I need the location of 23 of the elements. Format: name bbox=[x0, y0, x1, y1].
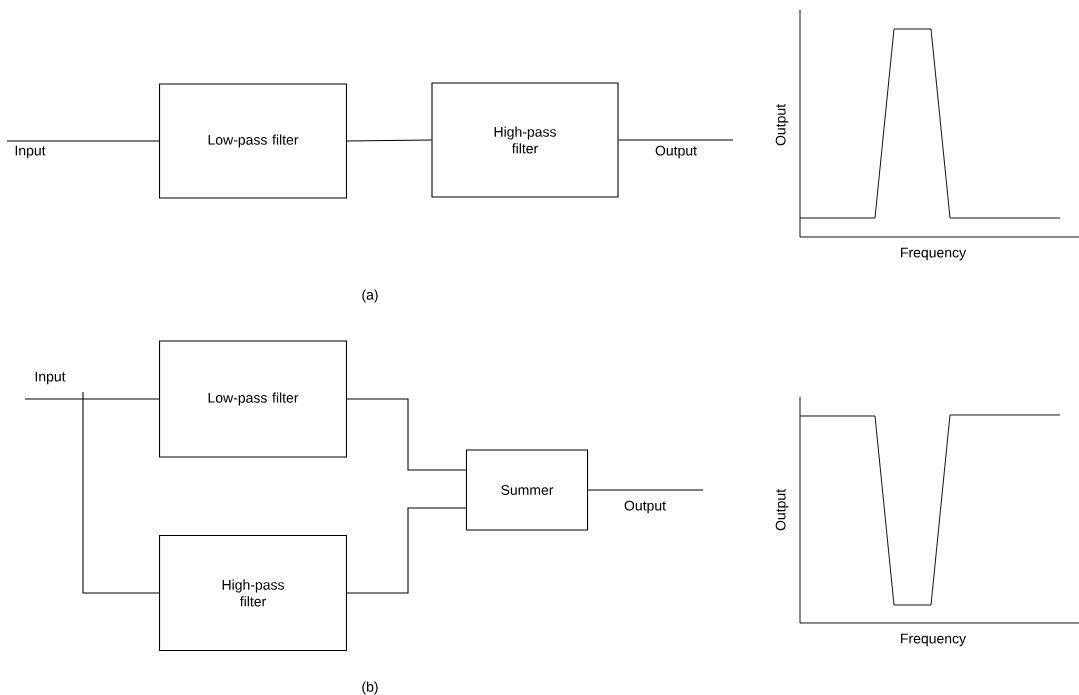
filter-box: High-pass filter bbox=[431, 82, 619, 198]
panel-label: (b) bbox=[362, 681, 378, 695]
axis-label: Output bbox=[775, 104, 789, 146]
signal-label: Input bbox=[15, 145, 46, 159]
connector-line bbox=[24, 398, 160, 400]
connector-line bbox=[587, 489, 704, 491]
connector-line bbox=[346, 398, 467, 471]
filter-box: Low-pass filter bbox=[159, 83, 347, 199]
signal-label: Output bbox=[624, 500, 666, 514]
connector-line bbox=[346, 507, 467, 594]
panel-label: (a) bbox=[362, 289, 378, 303]
axis-label: Frequency bbox=[901, 247, 967, 261]
filter-box: Summer bbox=[465, 449, 589, 531]
connector-line bbox=[618, 139, 734, 141]
signal-label: Output bbox=[655, 145, 697, 159]
filter-box: Low-pass filter bbox=[159, 340, 347, 458]
signal-label: Input bbox=[35, 371, 66, 385]
axis-label: Output bbox=[775, 489, 789, 531]
axis-label: Frequency bbox=[901, 633, 967, 647]
filter-box: High-pass filter bbox=[159, 535, 347, 651]
connector-line bbox=[82, 391, 160, 594]
connector-line bbox=[346, 139, 432, 142]
connector-line bbox=[6, 140, 160, 142]
